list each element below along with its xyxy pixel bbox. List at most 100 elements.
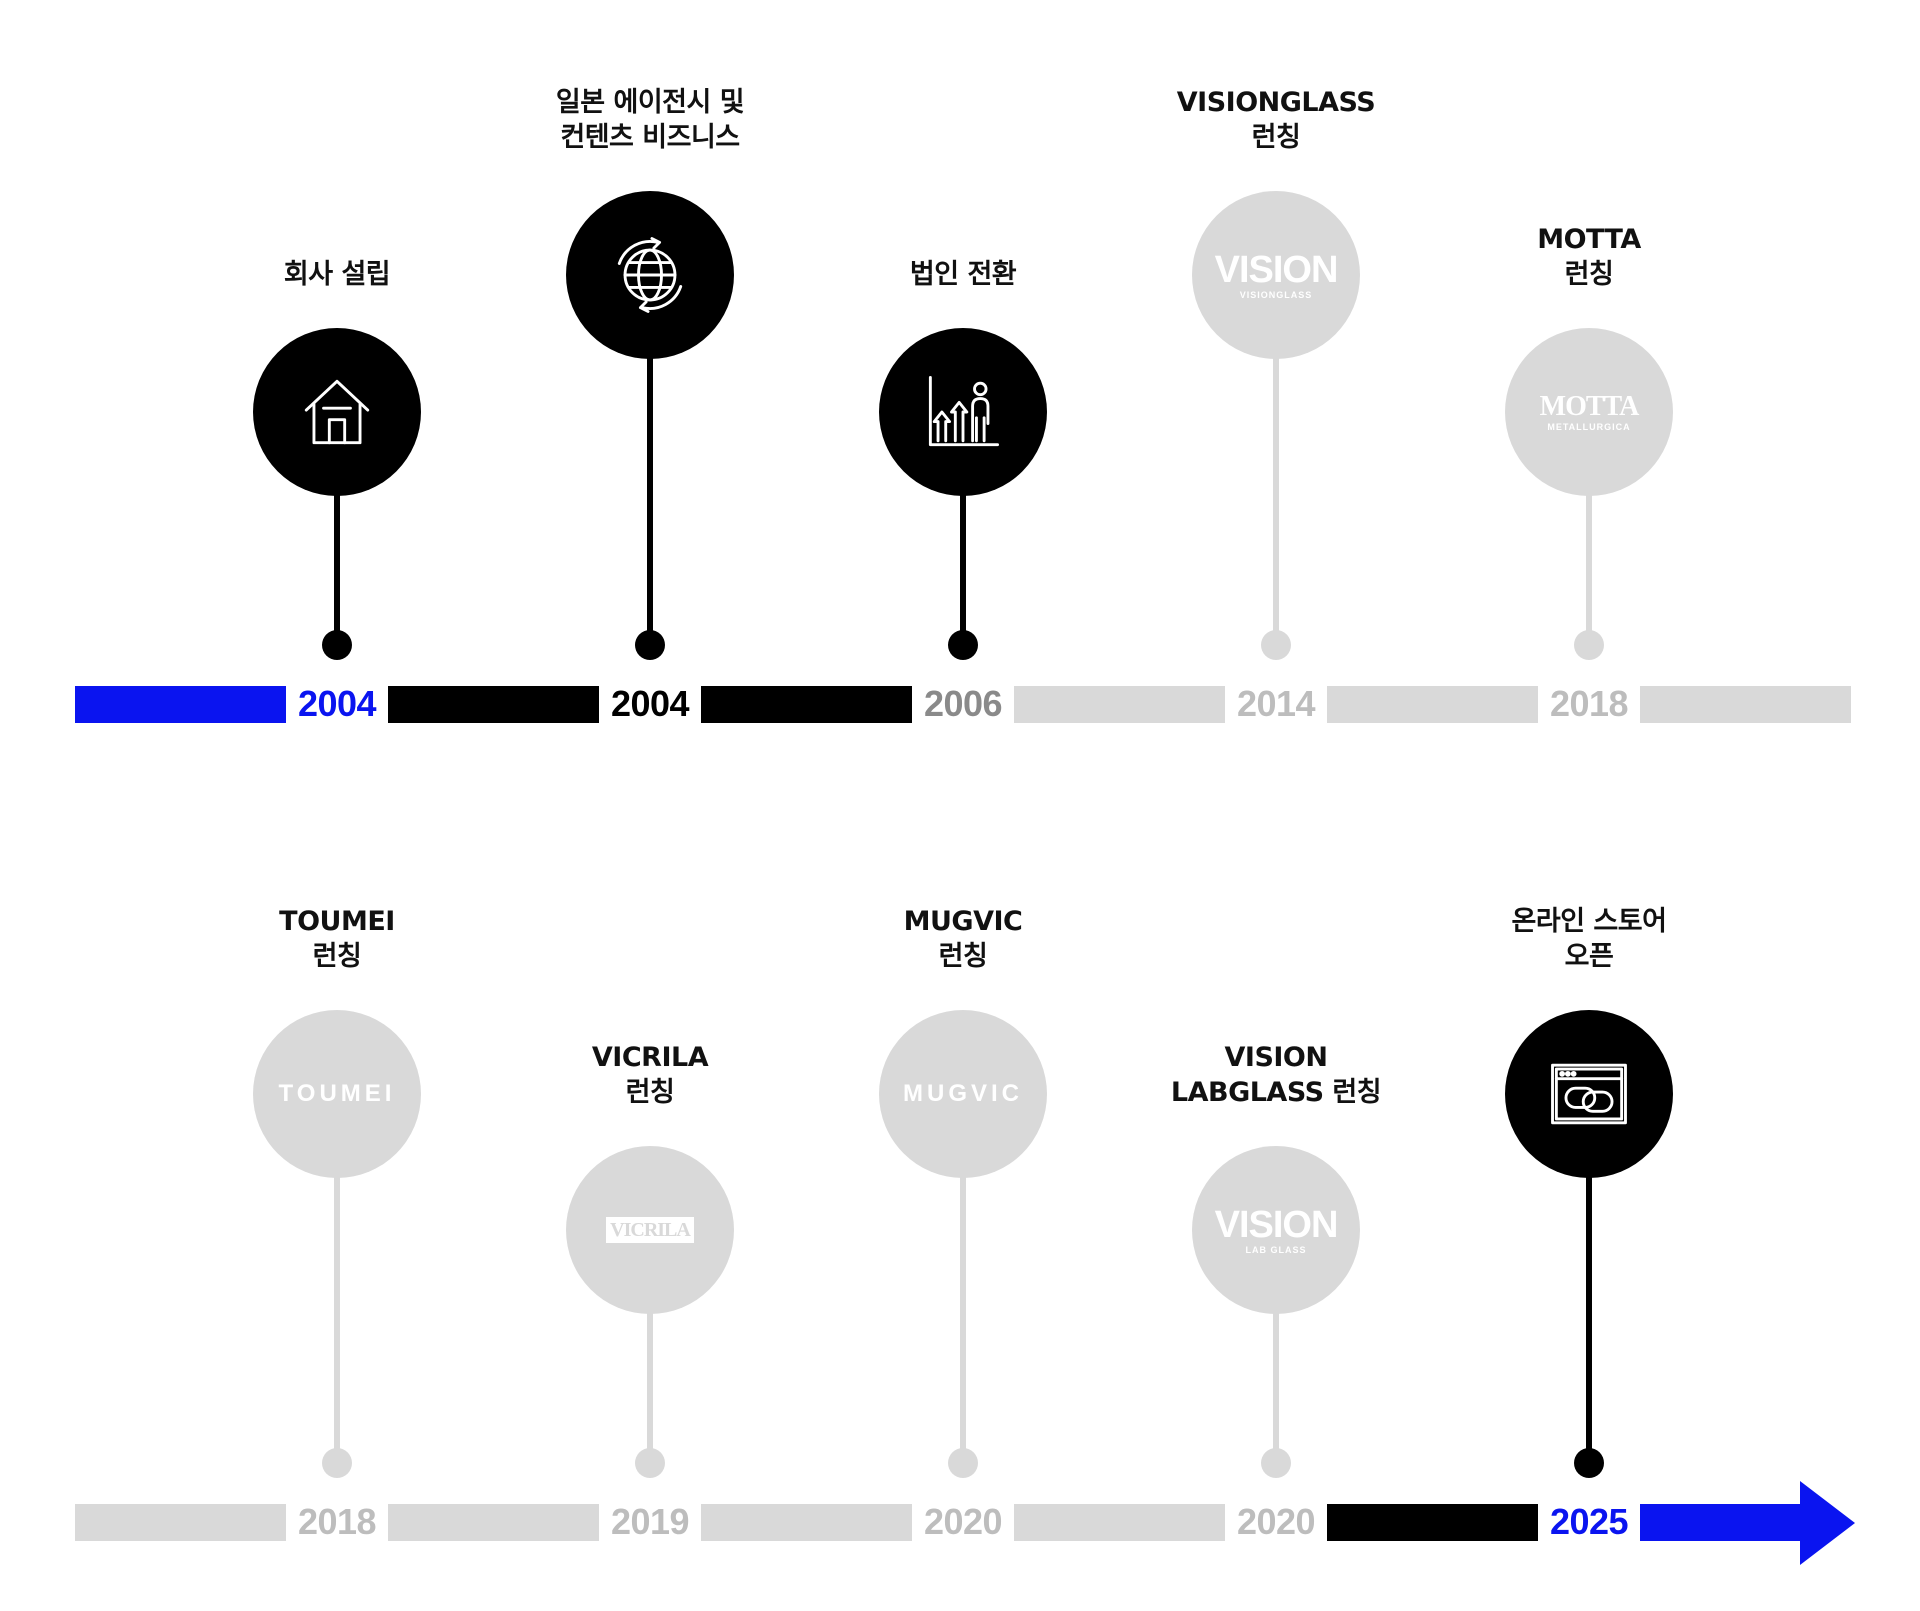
pin-stem [334,488,340,640]
year-label: 2014 [1236,683,1316,724]
event-label-line: 런칭 [938,941,988,972]
pin-stem [960,488,966,640]
event-label-line: 회사 설립 [283,259,391,290]
pin-stem [647,1306,653,1458]
event-label: VISIONGLASS 런칭 [1126,85,1426,155]
brand-subtitle: METALLURGICA [1547,421,1631,432]
event-label-line: 런칭 [625,1077,675,1108]
timeline-bar-segment [388,1504,599,1541]
timeline-bar-segment [388,686,599,723]
pin-dot [322,630,352,660]
event-circle [1505,1010,1673,1178]
timeline-pin: VICRILA [565,1146,735,1478]
pin-dot [635,630,665,660]
brand-name: VICRILA [606,1217,694,1243]
pin-stem [1586,1170,1592,1458]
timeline-bar-segment [1014,1504,1225,1541]
event-label: TOUMEI 런칭 [187,904,487,974]
pin-dot [1261,1448,1291,1478]
year-label: 2006 [923,683,1003,724]
event-label-line: VICRILA [591,1042,709,1073]
event-label: 법인 전환 [813,257,1113,292]
timeline-bar-segment [1014,686,1225,723]
brand-subtitle: LAB GLASS [1245,1244,1307,1255]
pin-dot [1574,630,1604,660]
event-circle: TOUMEI [253,1010,421,1178]
timeline-bar-segment [75,1504,286,1541]
year-label: 2018 [297,1501,377,1542]
event-label-line: 법인 전환 [909,259,1017,290]
pin-dot [635,1448,665,1478]
event-circle [253,328,421,496]
globe-icon [617,237,683,313]
event-label-line: TOUMEI [279,906,395,937]
brand-name: VISION [1214,1203,1339,1246]
timeline-pin [252,328,422,660]
pin-stem [647,351,653,640]
brand-name: VISION [1214,248,1339,291]
year-label: 2020 [923,1501,1003,1542]
event-label: VISION LABGLASS 런칭 [1126,1040,1426,1110]
timeline-pin [878,328,1048,660]
brand-name: TOUMEI [278,1080,396,1107]
timeline-bar-segment [1640,686,1851,723]
timeline-bar-segment [75,686,286,723]
brand-logo: VICRILA [606,1217,694,1243]
timeline-pin [565,191,735,660]
timeline-bar-segment [1327,686,1538,723]
brand-logo: TOUMEI [279,1082,396,1106]
brand-subtitle: VISIONGLASS [1239,289,1313,300]
event-label-line: 오픈 [1564,941,1614,972]
event-label-line: MOTTA [1537,224,1641,255]
event-label-line: VISIONGLASS [1176,87,1376,118]
pin-stem [960,1170,966,1458]
year-label: 2020 [1236,1501,1316,1542]
pin-stem [1273,351,1279,640]
pin-dot [948,630,978,660]
timeline-pin: TOUMEI [252,1010,422,1478]
event-label: VICRILA 런칭 [500,1040,800,1110]
event-label-line: VISION [1224,1042,1328,1073]
timeline-pin: MUGVIC [878,1010,1048,1478]
event-label-line: 온라인 스토어 [1511,906,1667,937]
event-label-line: 런칭 [1251,122,1301,153]
year-label: 2025 [1549,1501,1629,1542]
event-label-line: 컨텐츠 비즈니스 [560,122,740,153]
pin-stem [334,1170,340,1458]
brand-name: MOTTA [1539,390,1640,422]
brand-logo: MUGVIC [903,1082,1023,1106]
year-label: 2004 [297,683,377,724]
pin-dot [948,1448,978,1478]
timeline-arrow [1640,1481,1855,1565]
pin-stem [1586,488,1592,640]
event-label-line: LABGLASS 런칭 [1170,1077,1382,1108]
timeline-bar-segment [1327,1504,1538,1541]
year-label: 2019 [610,1501,690,1542]
event-label: 회사 설립 [187,257,487,292]
year-label: 2004 [610,683,690,724]
event-circle [879,328,1047,496]
pin-dot [1261,630,1291,660]
pin-stem [1273,1306,1279,1458]
event-label-line: 일본 에이전시 및 [555,87,745,118]
event-label-line: 런칭 [312,941,362,972]
brand-name: MUGVIC [903,1080,1023,1107]
pin-dot [322,1448,352,1478]
event-circle: MUGVIC [879,1010,1047,1178]
timeline-bar-segment [701,686,912,723]
event-circle [566,191,734,359]
house-icon [304,379,370,445]
growth-chart-icon [928,376,999,447]
